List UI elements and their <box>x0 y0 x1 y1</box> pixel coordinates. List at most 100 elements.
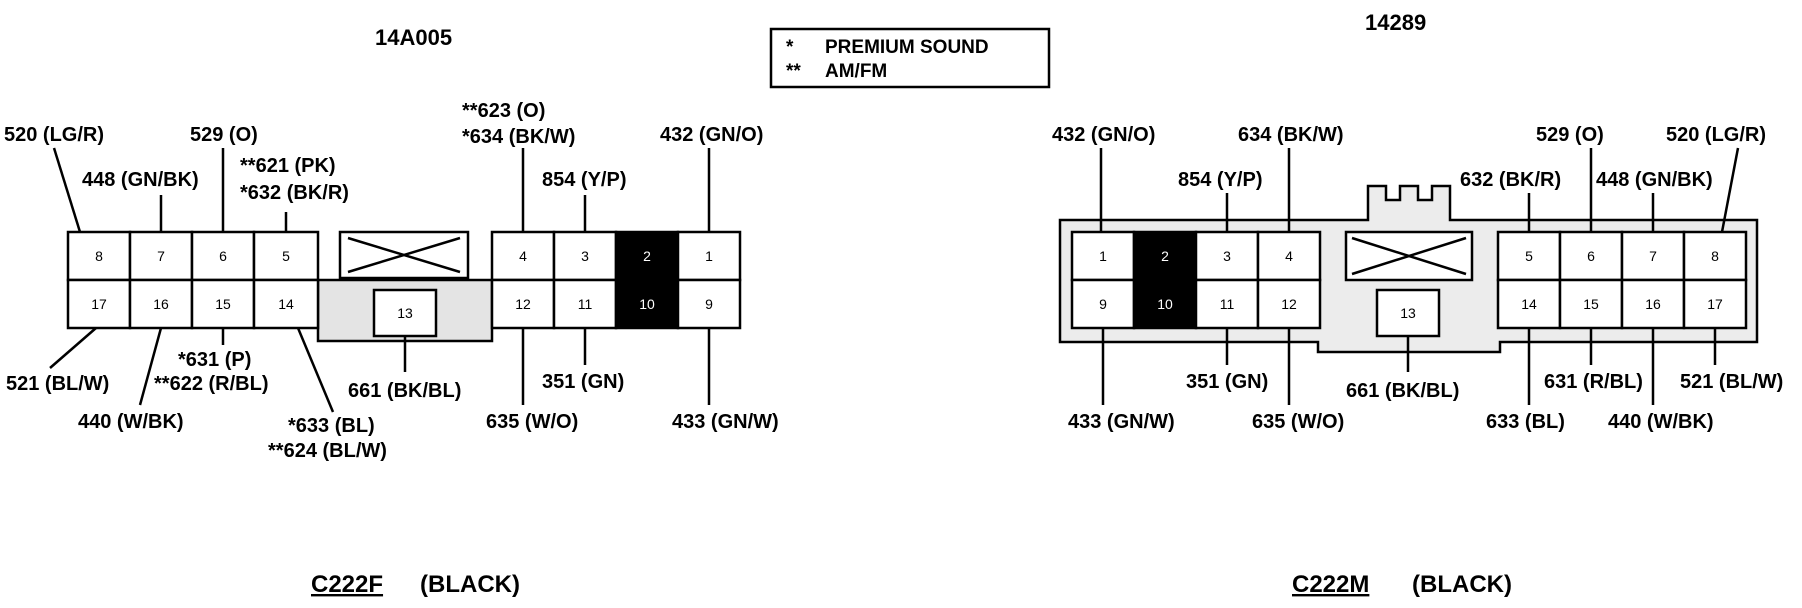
left-wire-634: *634 (BK/W) <box>462 126 575 148</box>
left-wire-622: **622 (R/BL) <box>154 373 268 395</box>
left-pin-5-number: 5 <box>282 248 290 264</box>
left-pin-14 <box>252 278 320 330</box>
right-pin-14 <box>1496 278 1562 330</box>
left-wire-854: 854 (Y/P) <box>542 169 626 191</box>
left-wire-432: 432 (GN/O) <box>660 124 763 146</box>
right-pin-8 <box>1682 230 1748 282</box>
left-lead-633 <box>296 327 335 413</box>
left-lead-440 <box>138 327 163 406</box>
right-wire-661: 661 (BK/BL) <box>1346 380 1459 402</box>
right-pin-7-number: 7 <box>1649 248 1657 264</box>
left-pin-9-number: 9 <box>705 296 713 312</box>
left-wire-631: *631 (P) <box>178 349 251 371</box>
left-pin-2-number: 2 <box>643 248 651 264</box>
right-pin-17-number: 17 <box>1707 296 1723 312</box>
right-pin-10-number: 10 <box>1157 296 1173 312</box>
right-part-number: 14289 <box>1365 10 1426 35</box>
left-pin-8-number: 8 <box>95 248 103 264</box>
left-wire-351: 351 (GN) <box>542 371 624 393</box>
left-pin-6 <box>190 230 256 282</box>
left-pin-3-number: 3 <box>581 248 589 264</box>
right-pin-1-number: 1 <box>1099 248 1107 264</box>
right-connector: 14289 1 2 3 4 9 10 11 12 <box>1052 10 1783 598</box>
right-pin-9-number: 9 <box>1099 296 1107 312</box>
right-wire-432: 432 (GN/O) <box>1052 124 1155 146</box>
right-wire-521: 521 (BL/W) <box>1680 371 1783 393</box>
left-wire-624: **624 (BL/W) <box>268 440 387 462</box>
right-pin-16-number: 16 <box>1645 296 1661 312</box>
left-pin-17-number: 17 <box>91 296 107 312</box>
right-wire-631: 631 (R/BL) <box>1544 371 1643 393</box>
right-wire-854: 854 (Y/P) <box>1178 169 1262 191</box>
left-pin-4-number: 4 <box>519 248 527 264</box>
right-wire-529: 529 (O) <box>1536 124 1604 146</box>
left-pin-10-number: 10 <box>639 296 655 312</box>
left-pin-5 <box>252 230 320 282</box>
left-wire-661: 661 (BK/BL) <box>348 380 461 402</box>
right-pin-4-number: 4 <box>1285 248 1293 264</box>
left-pin-12-number: 12 <box>515 296 531 312</box>
left-lead-520 <box>52 147 82 233</box>
left-lead-521 <box>49 327 97 369</box>
left-part-number: 14A005 <box>375 25 452 50</box>
left-wire-632: *632 (BK/R) <box>240 182 349 204</box>
left-pin-9 <box>676 278 742 330</box>
left-key-cross-2 <box>347 236 461 274</box>
legend-mark-1: * <box>786 37 794 58</box>
right-wire-520: 520 (LG/R) <box>1666 124 1766 146</box>
right-pin-1 <box>1070 230 1136 282</box>
right-wire-635: 635 (W/O) <box>1252 411 1344 433</box>
right-pin-11-number: 11 <box>1220 296 1235 312</box>
left-pin-12 <box>490 278 556 330</box>
left-pin-17 <box>66 278 132 330</box>
left-pin-2 <box>614 230 680 282</box>
right-key-cross-2 <box>1351 236 1467 276</box>
left-wire-521: 521 (BL/W) <box>6 373 109 395</box>
left-wire-621: **621 (PK) <box>240 155 336 177</box>
left-connector-color: (BLACK) <box>420 571 520 598</box>
right-wire-633: 633 (BL) <box>1486 411 1565 433</box>
left-wire-448: 448 (GN/BK) <box>82 169 199 191</box>
legend-text-2: AM/FM <box>825 61 887 82</box>
left-wire-635: 635 (W/O) <box>486 411 578 433</box>
right-pin-5-number: 5 <box>1525 248 1533 264</box>
left-wire-529: 529 (O) <box>190 124 258 146</box>
right-connector-color: (BLACK) <box>1412 571 1512 598</box>
right-pin-4 <box>1256 230 1322 282</box>
right-pin-12-number: 12 <box>1281 296 1297 312</box>
left-wire-440: 440 (W/BK) <box>78 411 184 433</box>
left-pin-11-number: 11 <box>578 296 593 312</box>
right-wire-351: 351 (GN) <box>1186 371 1268 393</box>
left-pin-16-number: 16 <box>153 296 169 312</box>
right-connector-name: C222M <box>1292 571 1369 598</box>
left-wire-633: *633 (BL) <box>288 415 375 437</box>
left-wire-520: 520 (LG/R) <box>4 124 104 146</box>
legend-border <box>769 27 1051 89</box>
right-pin-3-number: 3 <box>1223 248 1231 264</box>
left-connector-name: C222F <box>311 571 383 598</box>
right-pin-15-number: 15 <box>1583 296 1599 312</box>
right-pin-6-number: 6 <box>1587 248 1595 264</box>
left-connector: 14A005 8 7 6 5 17 16 15 1 <box>4 25 779 598</box>
left-pin-8 <box>66 230 132 282</box>
right-pin-10 <box>1132 278 1198 330</box>
left-pin-15-number: 15 <box>215 296 231 312</box>
left-pin-14-number: 14 <box>278 296 294 312</box>
right-wire-448: 448 (GN/BK) <box>1596 169 1713 191</box>
right-wire-634: 634 (BK/W) <box>1238 124 1344 146</box>
right-pin-8-number: 8 <box>1711 248 1719 264</box>
right-pin-14-number: 14 <box>1521 296 1537 312</box>
right-pin-13-number: 13 <box>1400 305 1416 321</box>
left-pin-13-number: 13 <box>397 305 413 321</box>
legend: * PREMIUM SOUND ** AM/FM <box>769 27 1051 89</box>
legend-mark-2: ** <box>786 61 801 82</box>
right-lead-520 <box>1720 147 1740 233</box>
left-wire-433: 433 (GN/W) <box>672 411 779 433</box>
right-pin-2-number: 2 <box>1161 248 1169 264</box>
left-pin-6-number: 6 <box>219 248 227 264</box>
left-pin-7-number: 7 <box>157 248 165 264</box>
right-wire-440: 440 (W/BK) <box>1608 411 1714 433</box>
left-pin-1-number: 1 <box>705 248 713 264</box>
